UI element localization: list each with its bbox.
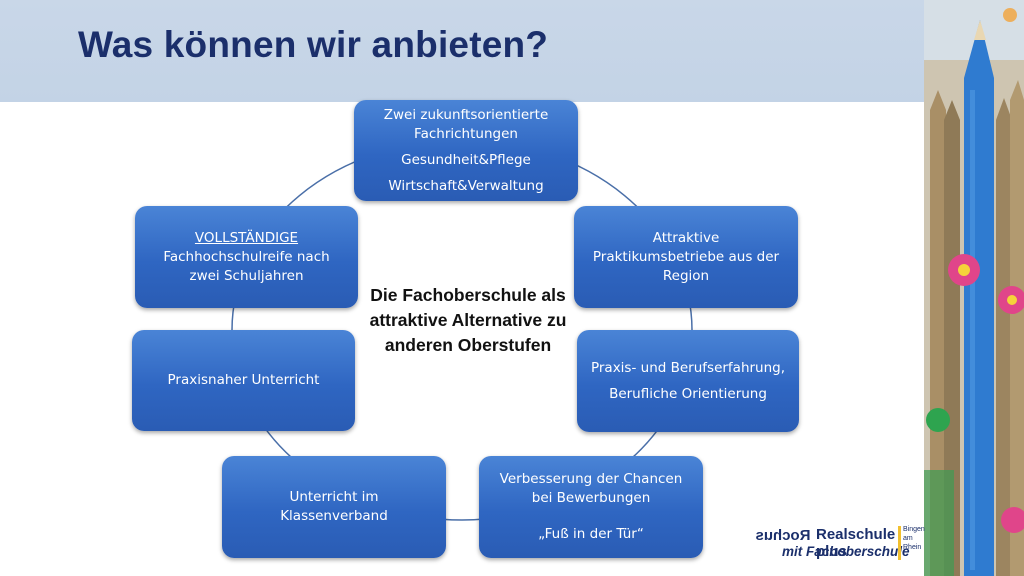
box-text: Praxis- und Berufserfahrung, [590, 359, 786, 376]
box-praxisnaher-unterricht: Praxisnaher Unterricht [132, 330, 355, 431]
box-bewerbungen: Verbesserung der Chancen bei Bewerbungen… [479, 456, 703, 558]
box-berufserfahrung: Praxis- und Berufserfahrung, Berufliche … [577, 330, 799, 432]
box-text: Gesundheit&Pflege [401, 151, 531, 168]
center-line: attraktive Alternative zu [369, 310, 567, 330]
box-text: Wirtschaft&Verwaltung [388, 177, 544, 194]
box-text-emphasis: VOLLSTÄNDIGE [194, 229, 299, 246]
school-logo: Rochus Realschule plus mit Fachoberschul… [750, 524, 925, 564]
box-fachhochschulreife: VOLLSTÄNDIGE Fachhochschulreife nach zwe… [135, 206, 358, 308]
box-klassenverband: Unterricht im Klassenverband [222, 456, 446, 558]
box-text: Klassenverband [280, 508, 388, 524]
slide-title: Was können wir anbieten? [78, 24, 549, 65]
box-text: Praxisnaher Unterricht [167, 372, 320, 388]
logo-subtitle: mit Fachoberschule [782, 544, 910, 559]
box-text: bei Bewerbungen [531, 490, 651, 506]
logo-bar [898, 526, 901, 560]
logo-location: Bingen am Rhein [903, 525, 925, 552]
pencil-fence-photo [924, 0, 1024, 576]
logo-location-line: Rhein [903, 544, 922, 551]
box-text: Fachhochschulreife nach [163, 248, 330, 265]
box-text: Region [662, 267, 710, 284]
box-fachrichtungen: Zwei zukunftsorientierte Fachrichtungen … [354, 100, 578, 201]
logo-location-line: Bingen [903, 526, 925, 533]
header-band [0, 0, 924, 102]
box-praktikumsbetriebe: Attraktive Praktikumsbetriebe aus der Re… [574, 206, 798, 308]
box-text: zwei Schuljahren [189, 267, 304, 284]
box-text: Fachrichtungen [414, 125, 518, 142]
box-text: Zwei zukunftsorientierte [383, 106, 549, 123]
box-text: Unterricht im [289, 489, 379, 505]
logo-name: Realschule plus [816, 526, 896, 560]
box-text: „Fuß in der Tür“ [538, 526, 644, 542]
center-line: Die Fachoberschule als [370, 285, 566, 305]
logo-mirrored-text: Rochus [755, 527, 811, 544]
center-line: anderen Oberstufen [384, 335, 552, 355]
center-statement: Die Fachoberschule als attraktive Altern… [350, 283, 586, 358]
box-text: Berufliche Orientierung [609, 385, 767, 402]
logo-location-line: am [903, 535, 913, 542]
box-text: Praktikumsbetriebe aus der [592, 248, 780, 265]
box-text: Attraktive [652, 229, 720, 246]
box-text: Verbesserung der Chancen [499, 471, 683, 487]
